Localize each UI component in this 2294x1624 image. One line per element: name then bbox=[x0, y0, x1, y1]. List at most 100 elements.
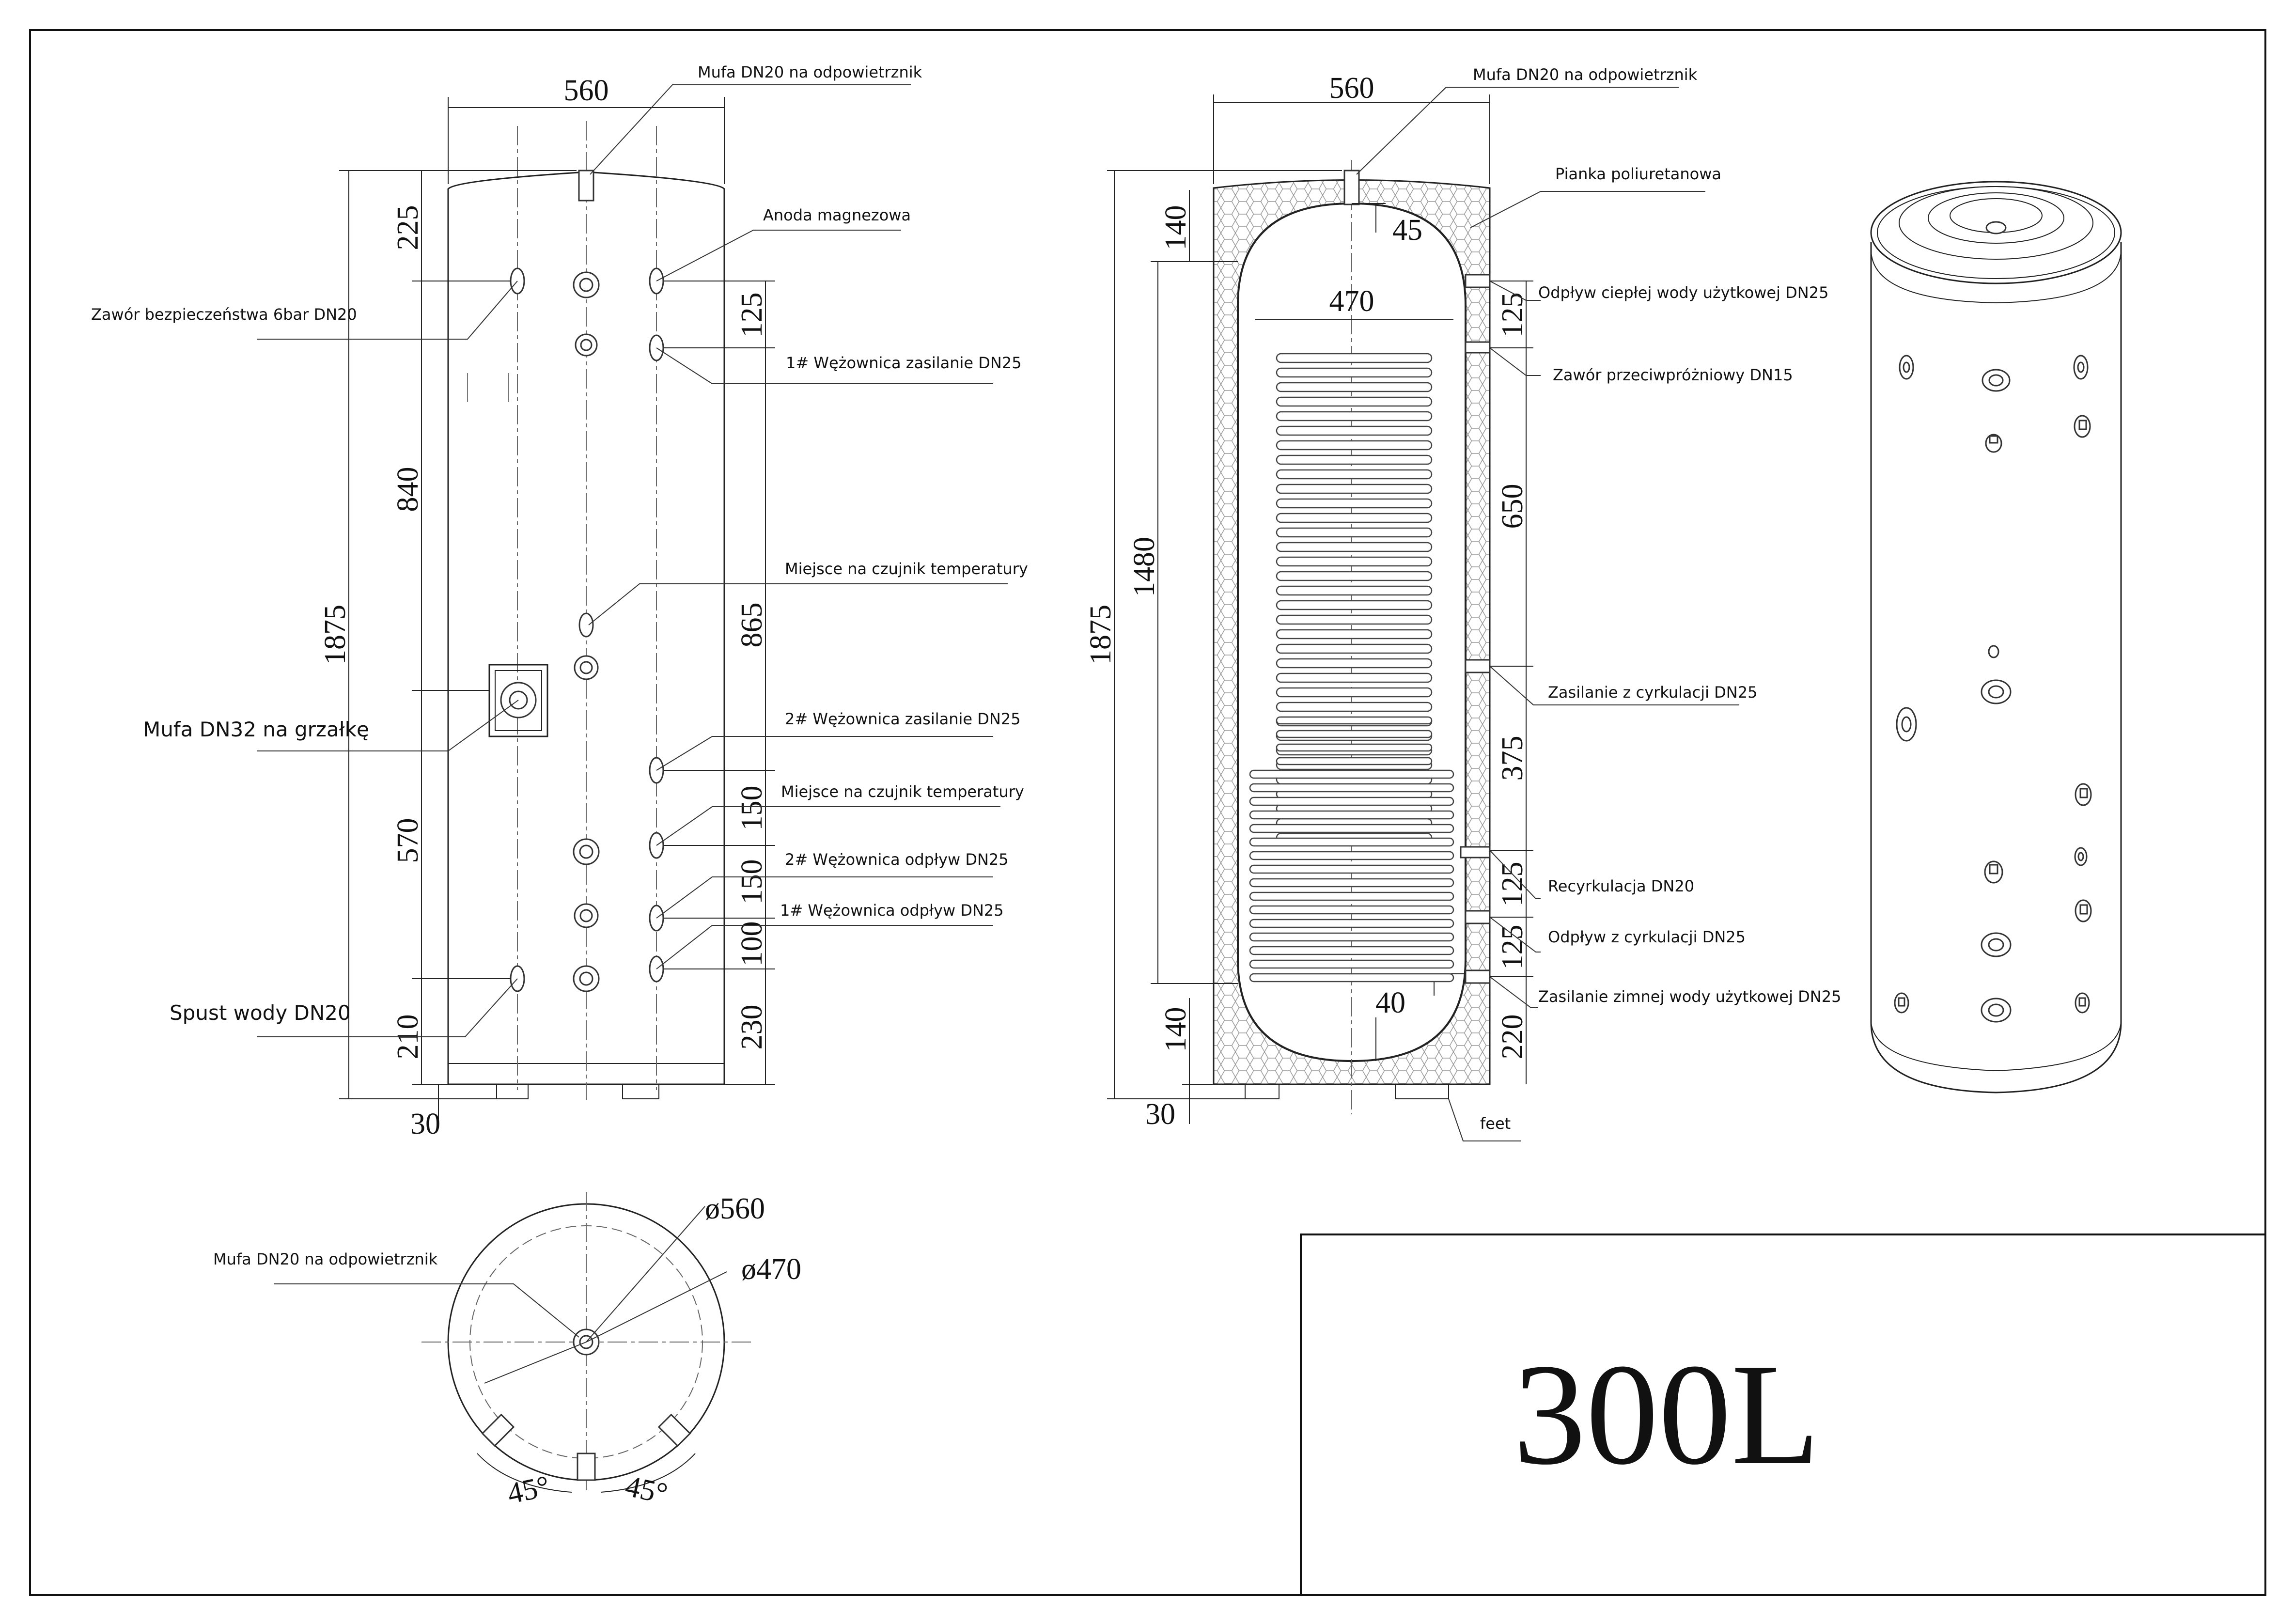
top-view: ø560 ø470 45° 45° Mufa DN20 na odpowietr… bbox=[213, 1192, 801, 1511]
section-label-recirc: Recyrkulacja DN20 bbox=[1548, 877, 1694, 895]
section-dim-220: 220 bbox=[1496, 1015, 1529, 1060]
lower-coil-turn bbox=[1249, 973, 1454, 983]
front-air-vent bbox=[578, 170, 594, 202]
section-dimensions bbox=[1107, 94, 1533, 1124]
front-label-coil2-supply: 2# Wężownica zasilanie DN25 bbox=[785, 710, 1021, 728]
lower-coil-turn bbox=[1249, 905, 1454, 915]
perspective-ports bbox=[1894, 355, 2092, 1023]
section-dim-650: 650 bbox=[1496, 484, 1529, 529]
top-view-nozzle-bottom bbox=[577, 1452, 596, 1481]
lower-coil-turn bbox=[1249, 932, 1454, 942]
upper-coil-turn bbox=[1276, 658, 1433, 669]
front-label-temp-sensor-1: Miejsce na czujnik temperatury bbox=[785, 560, 1028, 578]
lower-coil-turn bbox=[1249, 851, 1454, 860]
top-view-leaders bbox=[274, 1206, 727, 1384]
front-foot-left bbox=[496, 1084, 529, 1099]
section-dim-125a: 125 bbox=[1496, 293, 1529, 338]
upper-coil-turn bbox=[1276, 687, 1433, 698]
front-dim-840: 840 bbox=[391, 467, 424, 512]
lower-coil-turn bbox=[1249, 810, 1454, 820]
front-dim-150a: 150 bbox=[735, 786, 768, 831]
section-dim-45: 45 bbox=[1392, 214, 1422, 247]
section-dim-total-height: 1875 bbox=[1084, 605, 1117, 665]
section-label-hot-out: Odpływ ciepłej wody użytkowej DN25 bbox=[1538, 283, 1828, 302]
section-label-foam: Pianka poliuretanowa bbox=[1555, 165, 1721, 183]
top-view-dim-inner: ø470 bbox=[741, 1253, 801, 1286]
upper-coil-turn bbox=[1276, 396, 1433, 407]
lower-coil-turn bbox=[1249, 946, 1454, 955]
sheet-border bbox=[29, 29, 2266, 1596]
front-dim-125: 125 bbox=[735, 293, 768, 338]
section-dim-inner-width: 470 bbox=[1329, 285, 1374, 318]
front-dim-width: 560 bbox=[564, 74, 609, 107]
section-dim-125c: 125 bbox=[1496, 925, 1529, 970]
lower-coil-turn bbox=[1249, 864, 1454, 874]
upper-coil-turn bbox=[1276, 757, 1433, 765]
front-label-air-vent: Mufa DN20 na odpowietrznik bbox=[698, 63, 922, 81]
perspective-top-lid bbox=[1870, 181, 2122, 284]
upper-coil-turn bbox=[1276, 743, 1433, 752]
upper-coil-turn bbox=[1276, 498, 1433, 509]
top-view-angle-left: 45° bbox=[504, 1469, 552, 1511]
front-dim-570: 570 bbox=[391, 818, 424, 863]
upper-coil-turn bbox=[1276, 353, 1433, 363]
lower-coil-turn bbox=[1249, 824, 1454, 833]
perspective-body bbox=[1870, 242, 2122, 1093]
front-leaders bbox=[257, 84, 1008, 1037]
upper-coil-turn bbox=[1276, 571, 1433, 581]
section-dim-375: 375 bbox=[1496, 736, 1529, 781]
front-label-coil1-return: 1# Wężownica odpływ DN25 bbox=[780, 901, 1004, 920]
section-label-circ-return: Odpływ z cyrkulacji DN25 bbox=[1548, 928, 1746, 946]
title-block bbox=[1300, 1234, 2266, 1596]
upper-coil-turn bbox=[1276, 469, 1433, 480]
front-label-safety-valve: Zawór bezpieczeństwa 6bar DN20 bbox=[91, 305, 357, 324]
section-dim-40: 40 bbox=[1375, 986, 1405, 1019]
section-dim-140-bottom: 140 bbox=[1159, 1007, 1192, 1052]
upper-coil-turn bbox=[1276, 527, 1433, 538]
section-label-feet: feet bbox=[1480, 1114, 1511, 1133]
front-label-heater: Mufa DN32 na grzałkę bbox=[143, 718, 369, 741]
section-label-vacuum-valve: Zawór przeciwpróżniowy DN15 bbox=[1553, 366, 1793, 384]
section-dim-125b: 125 bbox=[1496, 862, 1529, 907]
section-leaders bbox=[1356, 87, 1739, 1141]
upper-coil-turn bbox=[1276, 454, 1433, 465]
top-view-label-air-vent: Mufa DN20 na odpowietrznik bbox=[213, 1250, 438, 1268]
upper-coil-turn bbox=[1276, 440, 1433, 451]
front-dim-total-height: 1875 bbox=[319, 605, 352, 665]
front-heater-flange bbox=[488, 664, 548, 737]
upper-coil-turn bbox=[1276, 730, 1433, 738]
top-view-angle-right: 45° bbox=[623, 1469, 671, 1511]
front-dim-30: 30 bbox=[410, 1108, 440, 1140]
front-foot-right bbox=[622, 1084, 659, 1099]
section-foot-right bbox=[1395, 1084, 1449, 1099]
upper-coil-turn bbox=[1276, 411, 1433, 422]
front-view: 560 1875 225 840 570 210 30 125 865 150 … bbox=[91, 63, 1028, 1140]
lower-coil-turn bbox=[1249, 783, 1454, 793]
upper-coil-turn bbox=[1276, 614, 1433, 625]
title-capacity: 300L bbox=[1513, 1334, 1820, 1495]
upper-coil-turn bbox=[1276, 382, 1433, 392]
top-view-nozzle-left bbox=[481, 1413, 515, 1447]
front-label-coil2-return: 2# Wężownica odpływ DN25 bbox=[785, 850, 1009, 869]
section-dim-width: 560 bbox=[1329, 72, 1374, 105]
section-upper-coil bbox=[1276, 353, 1433, 843]
upper-coil-turn bbox=[1276, 600, 1433, 610]
upper-coil-turn bbox=[1276, 716, 1433, 725]
section-air-vent bbox=[1343, 170, 1360, 205]
front-dim-865: 865 bbox=[735, 603, 768, 648]
upper-coil-turn bbox=[1276, 367, 1433, 378]
section-dim-1480: 1480 bbox=[1128, 537, 1161, 597]
front-label-anode: Anoda magnezowa bbox=[763, 206, 911, 224]
upper-coil-turn bbox=[1276, 484, 1433, 494]
perspective-view bbox=[1870, 181, 2122, 1093]
lower-coil-turn bbox=[1249, 891, 1454, 901]
upper-coil-turn bbox=[1276, 425, 1433, 436]
upper-coil-turn bbox=[1276, 556, 1433, 567]
upper-coil-turn bbox=[1276, 702, 1433, 712]
top-view-nozzle-right bbox=[657, 1413, 691, 1447]
front-dim-150b: 150 bbox=[735, 859, 768, 905]
section-label-cold-in: Zasilanie zimnej wody użytkowej DN25 bbox=[1538, 987, 1841, 1006]
front-label-temp-sensor-2: Miejsce na czujnik temperatury bbox=[781, 782, 1024, 801]
lower-coil-turn bbox=[1249, 769, 1454, 779]
front-dimensions bbox=[339, 97, 775, 1119]
